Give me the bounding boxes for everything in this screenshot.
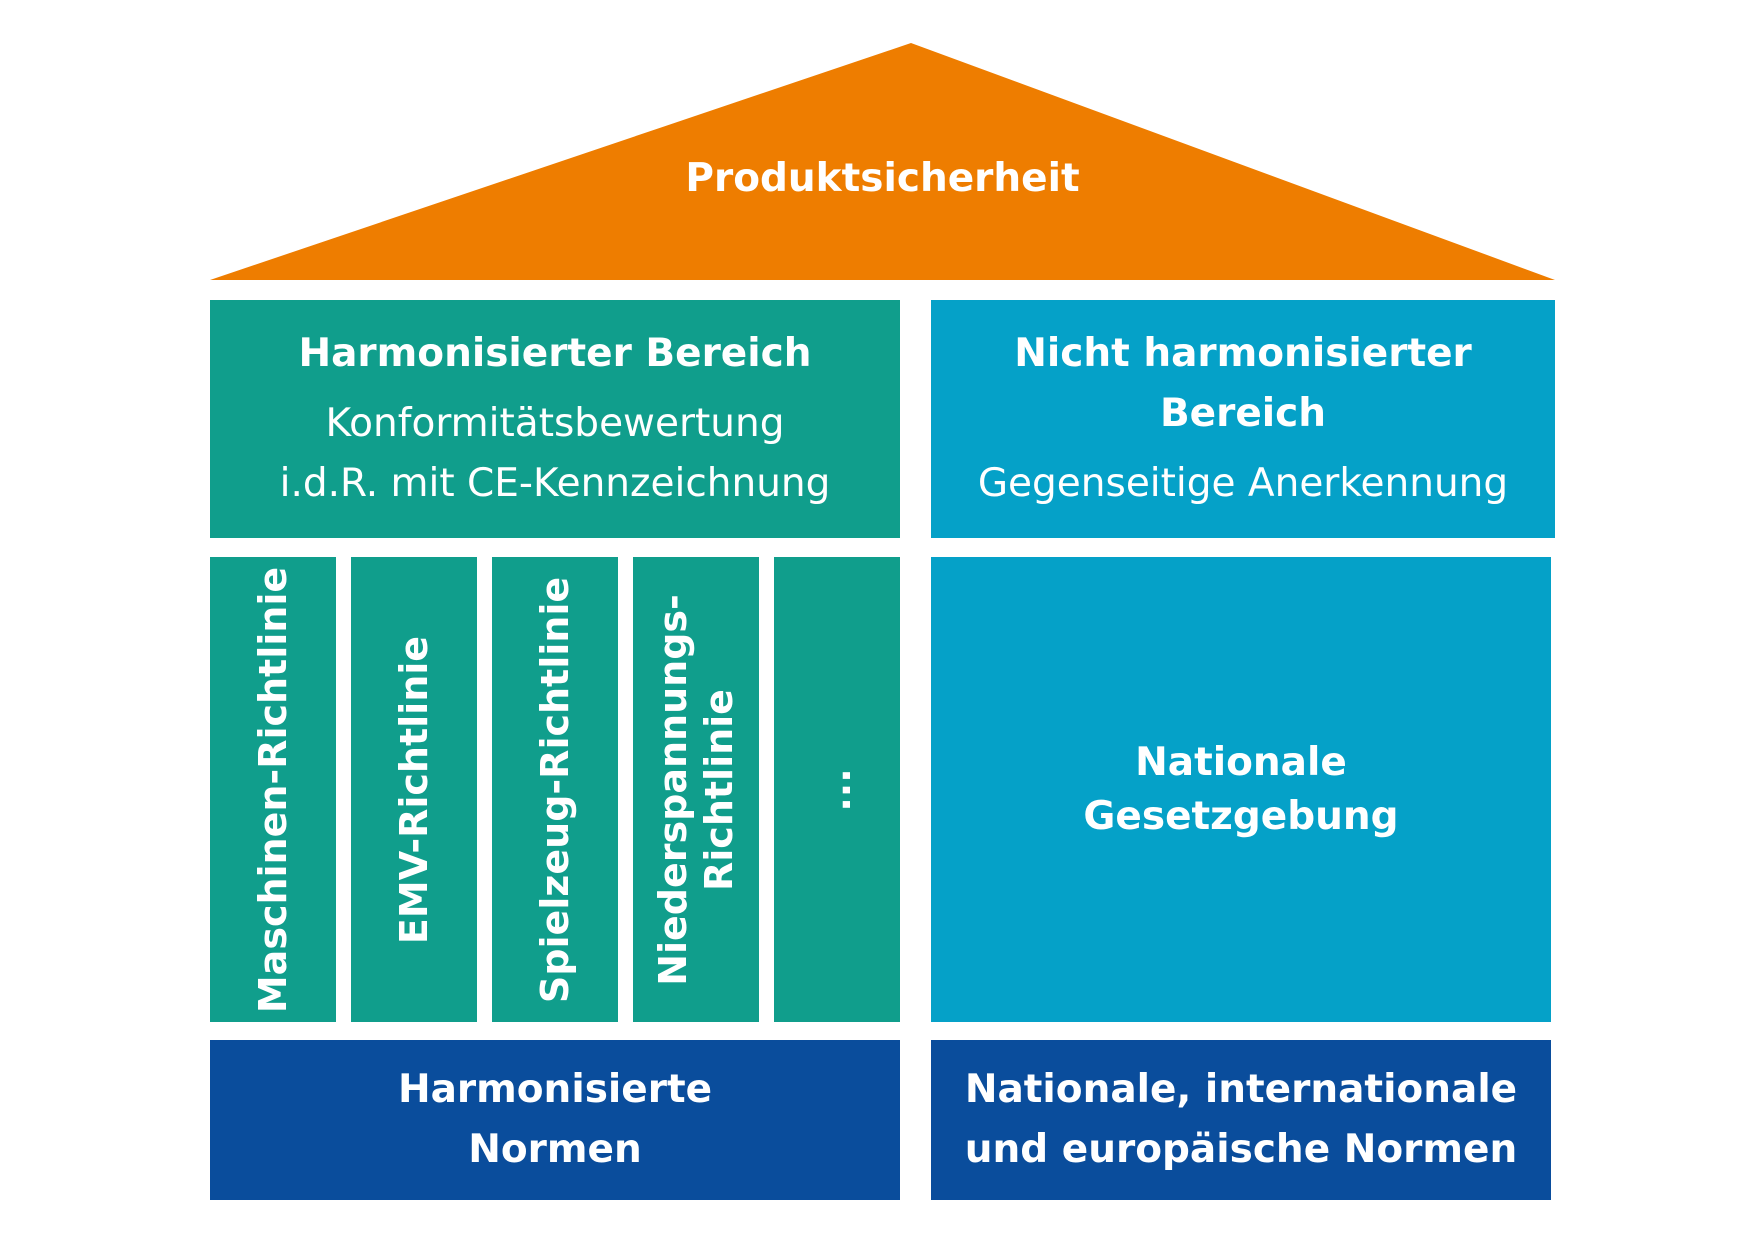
harmonised-standards-foundation: Harmonisierte Normen (210, 1040, 900, 1200)
national-law-box: Nationale Gesetzgebung (931, 557, 1551, 1022)
non-harmonised-area-subtitle: Gegenseitige Anerkennung (977, 461, 1509, 506)
national-standards-foundation: Nationale, internationale und europäisch… (931, 1040, 1551, 1200)
pillar-more: ... (774, 557, 900, 1022)
pillar-machinery-directive: Maschinen-Richtlinie (210, 557, 336, 1022)
pillar-low-voltage-directive: Niederspannungs- Richtlinie (633, 557, 759, 1022)
harmonised-area-box: Harmonisierter Bereich Konformitätsbewer… (210, 300, 900, 538)
pillar-emc-directive: EMV-Richtlinie (351, 557, 477, 1022)
harmonised-area-title: Harmonisierter Bereich (298, 331, 812, 376)
pillar-label: Niederspannungs- Richtlinie (651, 593, 741, 986)
roof-title: Produktsicherheit (685, 156, 1080, 201)
national-standards-label: Nationale, internationale und europäisch… (964, 1067, 1518, 1172)
harmonised-area-subtitle: Konformitätsbewertung i.d.R. mit CE-Kenn… (279, 401, 831, 506)
pillar-label: ... (815, 767, 859, 812)
pillar-toy-directive: Spielzeug-Richtlinie (492, 557, 618, 1022)
pillar-label: EMV-Richtlinie (392, 635, 436, 944)
non-harmonised-area-title: Nicht harmonisierter Bereich (1014, 331, 1472, 436)
national-law-label: Nationale Gesetzgebung (1083, 739, 1399, 839)
non-harmonised-area-box: Nicht harmonisierter Bereich Gegenseitig… (931, 300, 1555, 538)
roof-triangle (210, 43, 1555, 280)
harmonised-standards-label: Harmonisierte Normen (397, 1067, 713, 1172)
roof (210, 43, 1555, 280)
pillar-label: Maschinen-Richtlinie (251, 566, 295, 1013)
pillar-label: Spielzeug-Richtlinie (533, 576, 577, 1003)
